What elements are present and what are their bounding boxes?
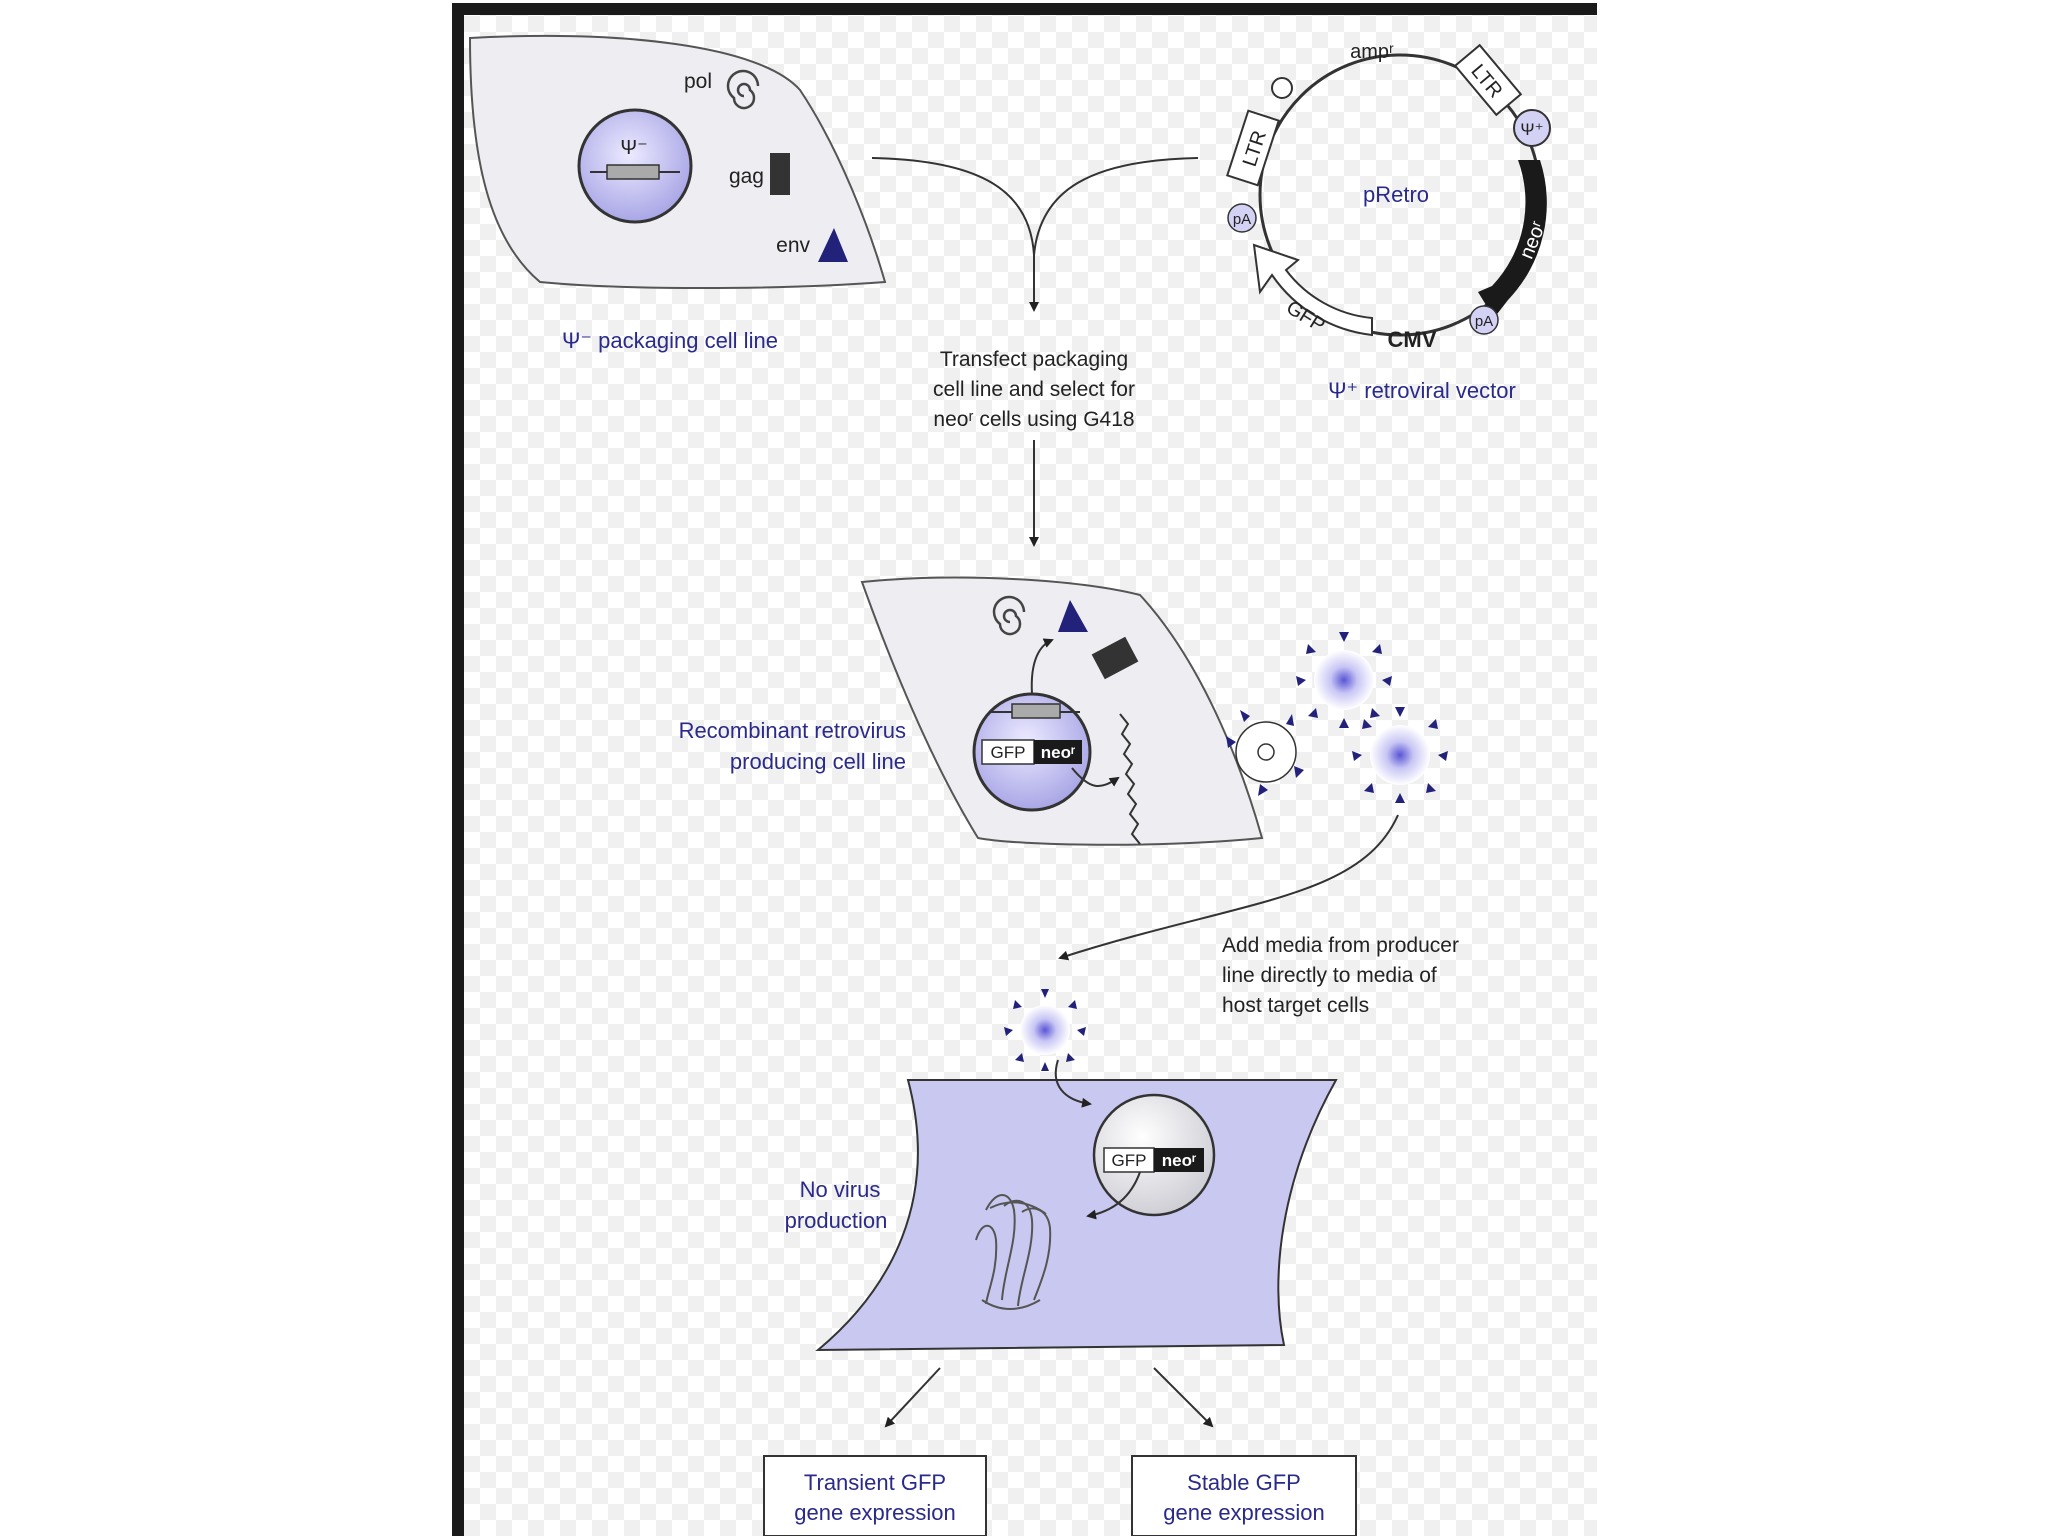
stable-line2: gene expression: [1163, 1500, 1324, 1525]
psi-plus-circle: [1513, 109, 1551, 147]
transient-outcome-box: Transient GFP gene expression: [763, 1455, 987, 1536]
incoming-virus: [1004, 989, 1086, 1071]
producer-rna-squiggle: [1119, 713, 1141, 845]
released-virus-2: [1352, 707, 1448, 803]
ltr-left-box: LTR: [1226, 109, 1280, 187]
producer-env-icon: [1058, 600, 1088, 632]
top-border: [452, 3, 1597, 15]
target-gfp-box: [1103, 1147, 1155, 1173]
no-virus-label-line1: No virus: [800, 1177, 881, 1202]
step1-line3: neoʳ cells using G418: [933, 408, 1134, 431]
left-border: [452, 3, 464, 1536]
step2-line2: line directly to media of: [1222, 964, 1437, 987]
target-neo-box: [1154, 1148, 1204, 1172]
released-virus-1: [1296, 632, 1392, 728]
neo-arrow: [1478, 160, 1547, 318]
producer-neo-box: [1034, 740, 1082, 764]
pa-right-label: pA: [1475, 313, 1493, 330]
producer-gag-icon: [1091, 636, 1139, 680]
origin-marker: [1271, 77, 1293, 99]
pol-label: pol: [684, 70, 712, 93]
producer-neo-label: neoʳ: [1041, 743, 1076, 762]
target-neo-label: neoʳ: [1162, 1151, 1197, 1170]
amp-label: ampʳ: [1350, 41, 1394, 63]
gfp-protein-icon: [975, 1194, 1052, 1310]
gag-label: gag: [729, 165, 764, 188]
budding-virus: [1226, 710, 1304, 796]
psi-plus-label: Ψ⁺: [1520, 120, 1543, 139]
plasmid-name: pRetro: [1363, 182, 1429, 207]
pa-right-circle: [1469, 305, 1499, 335]
transient-arrow: [884, 1367, 941, 1428]
add-media-connector: [1058, 814, 1399, 961]
target-gfp-label: GFP: [1112, 1151, 1147, 1170]
pa-left-circle: [1227, 203, 1257, 233]
step1-line2: cell line and select for: [933, 378, 1135, 401]
producer-label-line1: Recombinant retrovirus: [679, 718, 906, 743]
gfp-arrow: [1252, 243, 1373, 337]
pa-left-label: pA: [1233, 211, 1251, 228]
producer-label-line2: producing cell line: [730, 749, 906, 774]
cmv-label: CMV: [1388, 327, 1437, 352]
transient-line2: gene expression: [794, 1500, 955, 1525]
pol-spiral-icon: [726, 69, 760, 110]
producer-cell: GFP neoʳ Recombinant retrovirus producin…: [679, 576, 1264, 846]
transfect-connector: [871, 157, 1199, 547]
stable-outcome-box: Stable GFP gene expression: [1131, 1455, 1357, 1536]
producer-pol-icon: [992, 595, 1026, 636]
gag-block-icon: [770, 153, 790, 195]
env-triangle-icon: [818, 228, 848, 262]
psi-minus-label: Ψ⁻: [620, 137, 647, 159]
packaging-cell: Ψ⁻ pol gag env Ψ⁻ packaging cell line: [468, 34, 887, 353]
step2-line3: host target cells: [1222, 994, 1369, 1017]
packaging-cell-line-label: Ψ⁻ packaging cell line: [562, 328, 778, 353]
step2-line1: Add media from producer: [1222, 934, 1459, 957]
retroviral-vector-label: Ψ⁺ retroviral vector: [1328, 378, 1516, 403]
producer-gfp-label: GFP: [991, 743, 1026, 762]
packaging-gene-insert: [606, 164, 660, 180]
producer-gene-insert: [1011, 703, 1061, 719]
env-label: env: [776, 234, 810, 257]
transient-line1: Transient GFP: [804, 1470, 946, 1495]
pretro-vector: pRetro ampʳ LTR LTR Ψ⁺ neoʳ pA pA CMV GF…: [1226, 41, 1551, 403]
no-virus-label-line2: production: [785, 1208, 888, 1233]
target-cell: GFP neoʳ No virus production: [785, 1059, 1338, 1352]
step1-line1: Transfect packaging: [940, 348, 1128, 371]
stable-arrow: [1153, 1367, 1214, 1428]
stable-line1: Stable GFP: [1187, 1470, 1301, 1495]
